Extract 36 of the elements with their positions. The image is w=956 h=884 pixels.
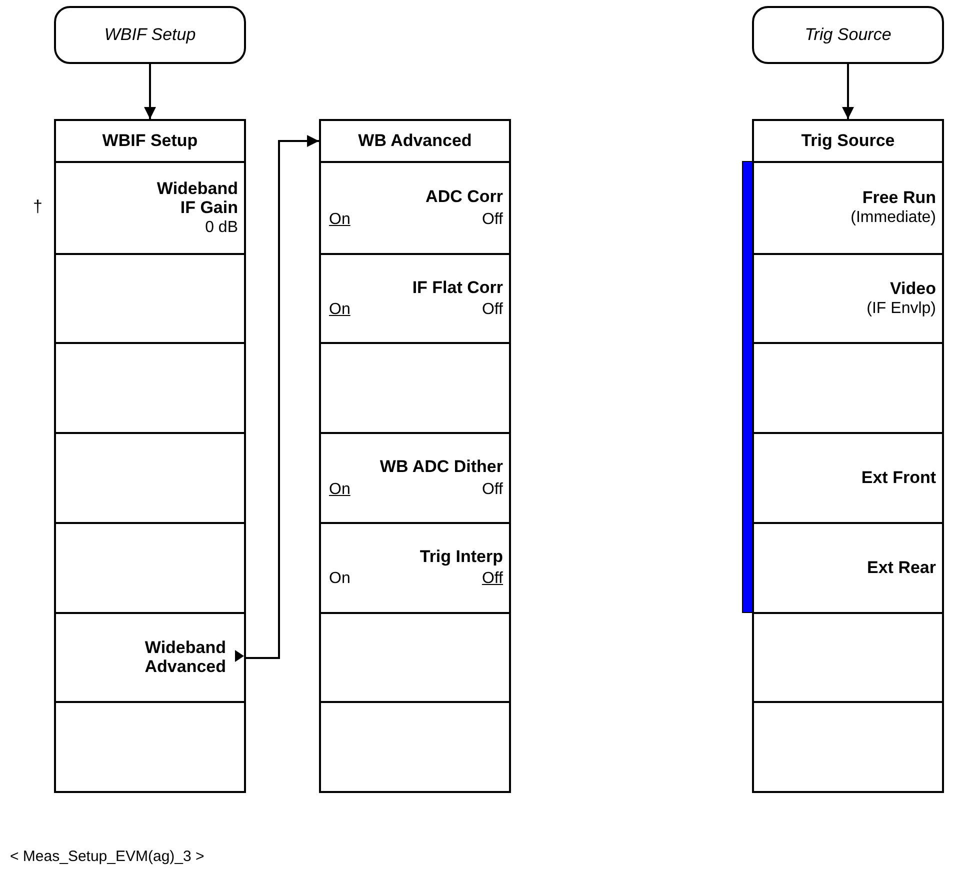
- key-value: (Immediate): [850, 208, 936, 228]
- connector-arrow: [246, 135, 319, 659]
- softkey-menu: [752, 119, 944, 793]
- key-label: IF Flat Corr: [412, 278, 503, 298]
- key-label: Wideband IF Gain: [156, 178, 238, 218]
- toggle-option: Off: [482, 210, 503, 228]
- key-label: Wideband Advanced: [144, 638, 226, 677]
- toggle-option: On: [329, 301, 350, 320]
- toggle-option: On: [329, 570, 350, 588]
- key-label: Video: [890, 279, 936, 299]
- menu-title: WBIF Setup: [56, 121, 244, 163]
- softkey-menu: [319, 119, 511, 793]
- footnote-mark: †: [33, 197, 42, 217]
- key-label: Trig Interp: [420, 546, 503, 566]
- key-value: (IF Envlp): [866, 298, 936, 318]
- key-label: WB ADC Dither: [380, 457, 503, 477]
- key-label: Ext Front: [861, 468, 936, 488]
- menu-key-label: WBIF Setup: [104, 25, 196, 45]
- menu-title: WB Advanced: [321, 121, 509, 163]
- toggle-option: On: [329, 210, 350, 228]
- menu-key-box: [752, 6, 944, 64]
- key-value: 0 dB: [205, 218, 238, 237]
- connector-arrow: [144, 64, 156, 119]
- menu-title: Trig Source: [754, 121, 942, 163]
- connector-arrow: [842, 64, 854, 119]
- key-label: ADC Corr: [426, 186, 503, 206]
- toggle-option: Off: [482, 301, 503, 320]
- figure-id-note: < Meas_Setup_EVM(ag)_3 >: [10, 848, 204, 865]
- key-label: Ext Rear: [867, 558, 936, 578]
- toggle-option: Off: [482, 570, 503, 588]
- key-label: Free Run: [862, 188, 936, 208]
- menu-key-box: [54, 6, 246, 64]
- toggle-option: On: [329, 480, 350, 499]
- menu-key-label: Trig Source: [804, 25, 892, 45]
- softkey-menu: [54, 119, 246, 793]
- toggle-option: Off: [482, 480, 503, 499]
